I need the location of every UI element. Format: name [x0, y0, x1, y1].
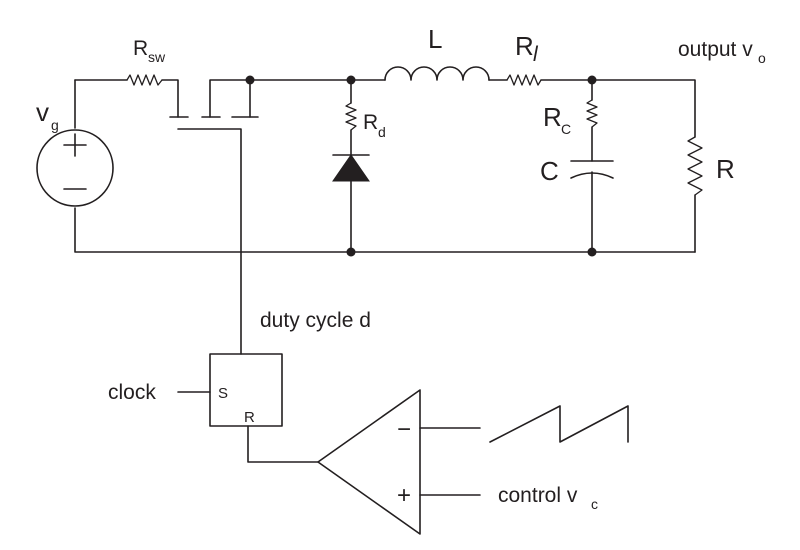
- c-label: C: [540, 156, 559, 186]
- load-resistor: R: [687, 136, 735, 196]
- comparator-minus: −: [397, 416, 411, 443]
- control-subscript: c: [591, 496, 598, 512]
- rl-subscript: l: [533, 43, 539, 66]
- vg-label: v: [36, 97, 49, 127]
- comparator: − + control v c: [317, 389, 629, 535]
- inductor-coil-icon: [384, 66, 490, 81]
- diode-icon: [332, 154, 370, 182]
- junction-dot: [346, 75, 356, 85]
- rc-zigzag: [586, 99, 598, 128]
- resistor-rsw: R sw: [126, 37, 166, 86]
- comparator-plus: +: [397, 482, 411, 509]
- output-label: output v: [678, 38, 753, 61]
- wire-rsw-to-switch: [161, 79, 179, 118]
- main-wires: [74, 79, 696, 253]
- source-circle: [36, 129, 114, 207]
- rsw-zigzag: [126, 74, 163, 86]
- load-zigzag: [687, 136, 703, 196]
- duty-cycle-label: duty cycle d: [260, 309, 371, 332]
- sawtooth-waveform-icon: [489, 405, 629, 443]
- control-label: control v: [498, 484, 578, 507]
- rc-subscript: C: [561, 121, 571, 137]
- comparator-triangle-icon: [317, 389, 421, 535]
- latch-box: [209, 353, 283, 427]
- wire-ground-rail: [74, 207, 696, 253]
- rsw-label: R: [133, 37, 148, 60]
- rd-zigzag: [345, 102, 357, 131]
- rl-label: R: [515, 31, 534, 61]
- junction-dot: [587, 247, 597, 257]
- source-plus-icon: [63, 133, 87, 157]
- rd-subscript: d: [378, 124, 386, 140]
- latch-to-comparator-wire: [247, 425, 319, 463]
- l-label: L: [428, 24, 442, 54]
- capacitor-branch: R C C: [540, 79, 614, 253]
- rd-label: R: [363, 111, 378, 134]
- clock-label: clock: [108, 381, 156, 404]
- inductor-l: L: [384, 24, 490, 81]
- junction-dot: [245, 75, 255, 85]
- output-subscript: o: [758, 50, 766, 66]
- vg-subscript: g: [51, 117, 59, 133]
- latch-r-pin: R: [244, 409, 255, 426]
- latch-s-pin: S: [218, 385, 228, 402]
- mosfet-switch: [169, 116, 259, 355]
- diode-branch: R d: [332, 79, 386, 253]
- resistor-rl: R l: [506, 31, 542, 86]
- voltage-source-vg: v g: [36, 97, 114, 207]
- load-label: R: [716, 154, 735, 184]
- junction-dot: [587, 75, 597, 85]
- wire-switch-to-inductor: [209, 79, 386, 118]
- switch-gate-line: [177, 128, 242, 355]
- junction-dot: [346, 247, 356, 257]
- sr-latch: S R clock: [108, 353, 319, 463]
- rl-zigzag: [506, 74, 542, 86]
- junction-dots: [245, 75, 597, 257]
- rsw-subscript: sw: [148, 49, 166, 65]
- rc-label: R: [543, 102, 562, 132]
